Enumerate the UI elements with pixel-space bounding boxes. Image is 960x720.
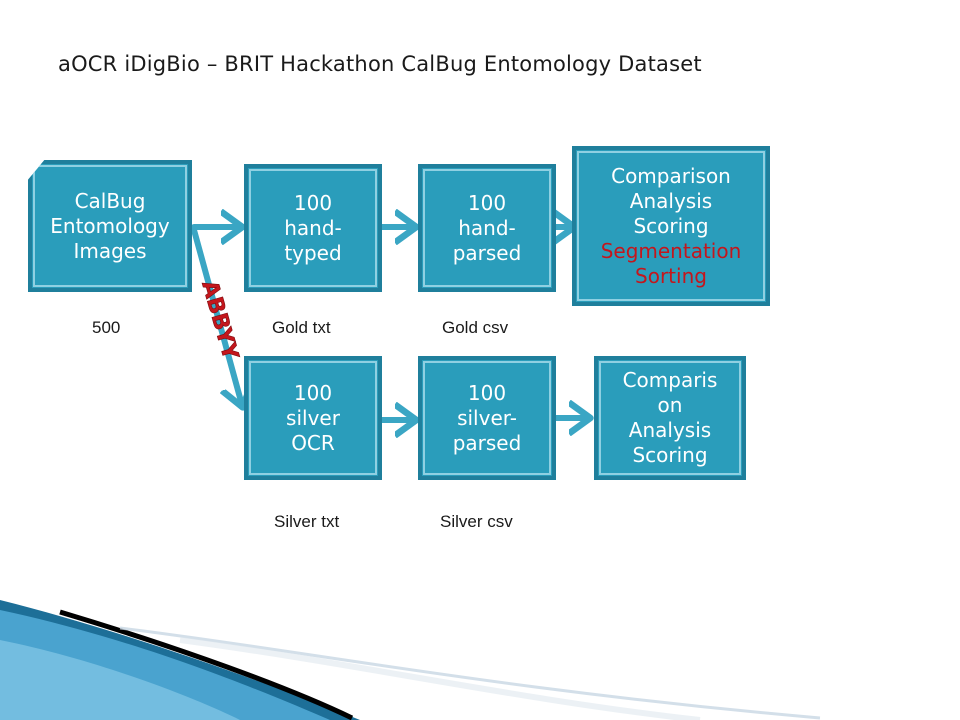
svg-text:ABBYY: ABBYY xyxy=(196,278,243,364)
silver-ocr-box: 100 silver OCR xyxy=(244,356,382,480)
hand-parsed-box: 100 hand- parsed xyxy=(418,164,556,292)
count-label: 500 xyxy=(92,318,121,337)
silver-result-line-2: on xyxy=(657,393,683,417)
gold-txt-label: Gold txt xyxy=(272,318,331,337)
silver-parsed-line-2: silver- xyxy=(457,405,517,430)
silver-ocr-line-3: OCR xyxy=(291,430,335,455)
hand-parsed-line-2: hand- xyxy=(458,215,516,240)
silver-parsed-box: 100 silver- parsed xyxy=(418,356,556,480)
silver-ocr-line-2: silver xyxy=(286,405,340,430)
silver-txt-label: Silver txt xyxy=(274,512,340,531)
hand-parsed-line-1: 100 xyxy=(467,190,507,215)
slide-title: aOCR iDigBio – BRIT Hackathon CalBug Ent… xyxy=(58,52,702,76)
gold-comparison-box: Comparison Analysis Scoring Segmentation… xyxy=(572,146,770,306)
silver-ocr-line-1: 100 xyxy=(293,380,333,405)
hand-typed-line-3: typed xyxy=(284,240,342,265)
gold-result-line-1: Comparison xyxy=(611,163,731,188)
gold-result-red-line-2: Sorting xyxy=(635,263,707,288)
source-box-calbug-images: CalBug Entomology Images xyxy=(28,160,192,292)
silver-csv-label: Silver csv xyxy=(440,512,513,531)
gold-result-line-2: Analysis xyxy=(629,188,713,213)
arrow-source-to-ocr xyxy=(191,227,242,405)
silver-result-line-1: Comparis xyxy=(622,368,718,392)
gold-csv-label: Gold csv xyxy=(442,318,509,337)
silver-result-line-3: Analysis xyxy=(628,418,712,442)
source-box-line-1: CalBug xyxy=(74,188,146,213)
hand-typed-line-1: 100 xyxy=(293,190,333,215)
gold-result-line-3: Scoring xyxy=(633,213,709,238)
abbyy-logo: ABBYY xyxy=(196,277,243,364)
silver-result-line-4: Scoring xyxy=(632,443,708,467)
hand-typed-box: 100 hand- typed xyxy=(244,164,382,292)
silver-parsed-line-3: parsed xyxy=(452,430,522,455)
hand-typed-line-2: hand- xyxy=(284,215,342,240)
silver-comparison-box: Comparis on Analysis Scoring xyxy=(594,356,746,480)
hand-parsed-line-3: parsed xyxy=(452,240,522,265)
gold-result-red-line-1: Segmentation xyxy=(600,238,742,263)
source-box-line-2: Entomology xyxy=(50,213,170,238)
corner-swoosh-decoration xyxy=(0,600,821,720)
silver-parsed-line-1: 100 xyxy=(467,380,507,405)
source-box-line-3: Images xyxy=(73,238,147,263)
